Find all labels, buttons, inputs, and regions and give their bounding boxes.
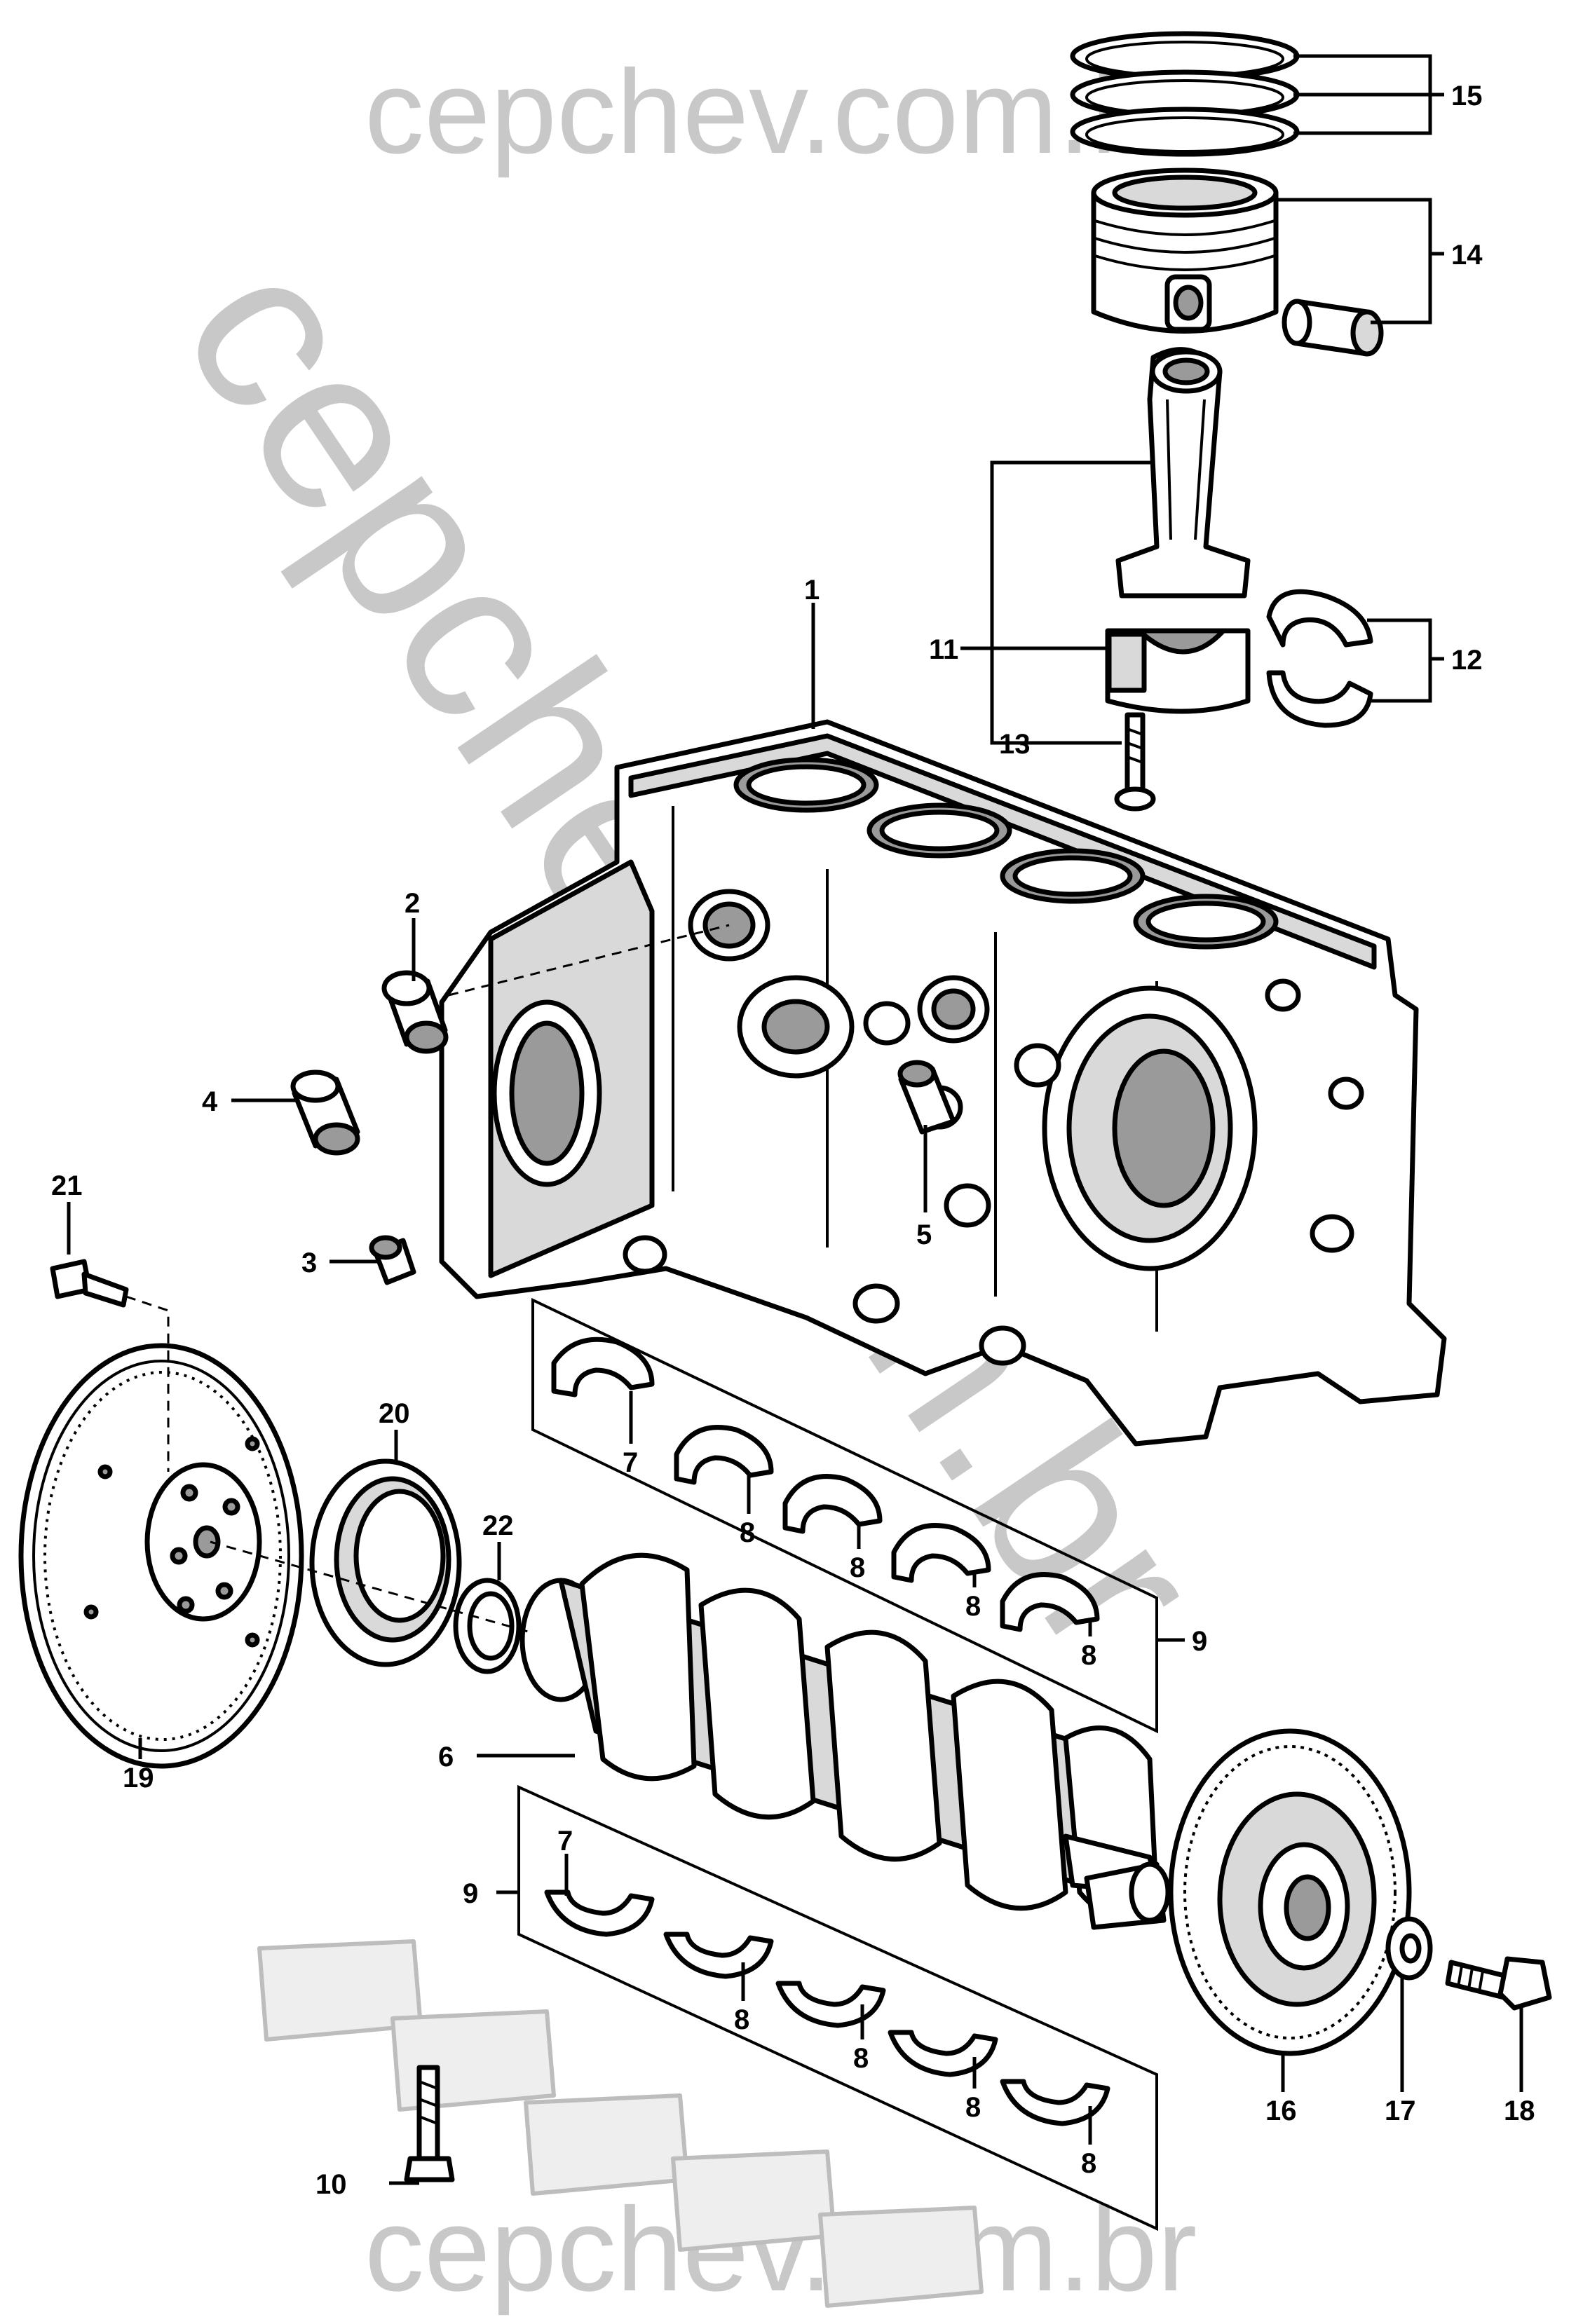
callout-8h: 8 (1081, 2148, 1096, 2179)
callout-16: 16 (1265, 2096, 1297, 2126)
callout-7a: 7 (623, 1447, 638, 1478)
callout-3: 3 (301, 1248, 317, 1278)
piston-pin (1282, 299, 1384, 357)
callout-12: 12 (1451, 645, 1483, 676)
cam-plug (381, 970, 449, 1054)
connecting-rod (1105, 347, 1251, 714)
callout-4: 4 (202, 1086, 218, 1117)
rod-bearing-shells (1266, 589, 1373, 728)
flywheel (18, 1343, 304, 1769)
callout-8c: 8 (965, 1591, 981, 1622)
callout-8e: 8 (734, 2004, 749, 2035)
oil-gallery-plug (369, 1235, 416, 1285)
callout-8g: 8 (965, 2092, 981, 2123)
callout-numbers: 1 2 3 4 5 6 7 7 8 8 8 8 8 8 8 8 9 9 10 1… (51, 81, 1535, 2200)
callout-8b: 8 (850, 1552, 865, 1583)
leader-lines (67, 54, 1523, 2185)
rear-main-seal (309, 1458, 462, 1667)
dowel-sleeve (290, 1069, 360, 1156)
pulley-bolt (1445, 1956, 1552, 2011)
callout-7b: 7 (557, 1826, 573, 1857)
piston-rings (1070, 31, 1300, 157)
callout-8f: 8 (853, 2043, 869, 2074)
callout-15: 15 (1451, 81, 1483, 111)
callout-20: 20 (379, 1398, 410, 1429)
callout-11: 11 (929, 634, 958, 665)
callout-18: 18 (1504, 2096, 1535, 2126)
callout-5: 5 (916, 1219, 932, 1250)
engine-block (439, 719, 1447, 1447)
crankshaft (519, 1552, 1171, 1930)
callout-10: 10 (315, 2169, 347, 2200)
callout-17: 17 (1385, 2096, 1416, 2126)
callout-13: 13 (999, 729, 1031, 760)
watermark-top: cepchev.com.br (365, 46, 1197, 179)
flywheel-bolt (50, 1259, 129, 1308)
callout-19: 19 (123, 1763, 154, 1793)
callout-21: 21 (51, 1170, 83, 1201)
piston (1091, 168, 1279, 334)
oil-filter-nipple (897, 1060, 956, 1135)
main-cap-bolt (404, 2065, 455, 2182)
callout-2: 2 (405, 888, 420, 919)
callout-1: 1 (804, 575, 820, 606)
connecting-rod-bolt (1114, 712, 1156, 812)
upper-main-bearings (531, 1297, 1158, 1734)
spacer-ring (453, 1578, 522, 1674)
callout-14: 14 (1451, 240, 1483, 271)
callout-9a: 9 (1192, 1626, 1207, 1657)
crankshaft-pulley (1168, 1728, 1412, 2056)
pulley-washer (1385, 1916, 1433, 1981)
callout-6: 6 (438, 1742, 454, 1772)
callout-9b: 9 (463, 1878, 478, 1909)
callout-22: 22 (482, 1510, 514, 1541)
callout-8a: 8 (740, 1517, 755, 1548)
callout-8d: 8 (1081, 1640, 1096, 1671)
